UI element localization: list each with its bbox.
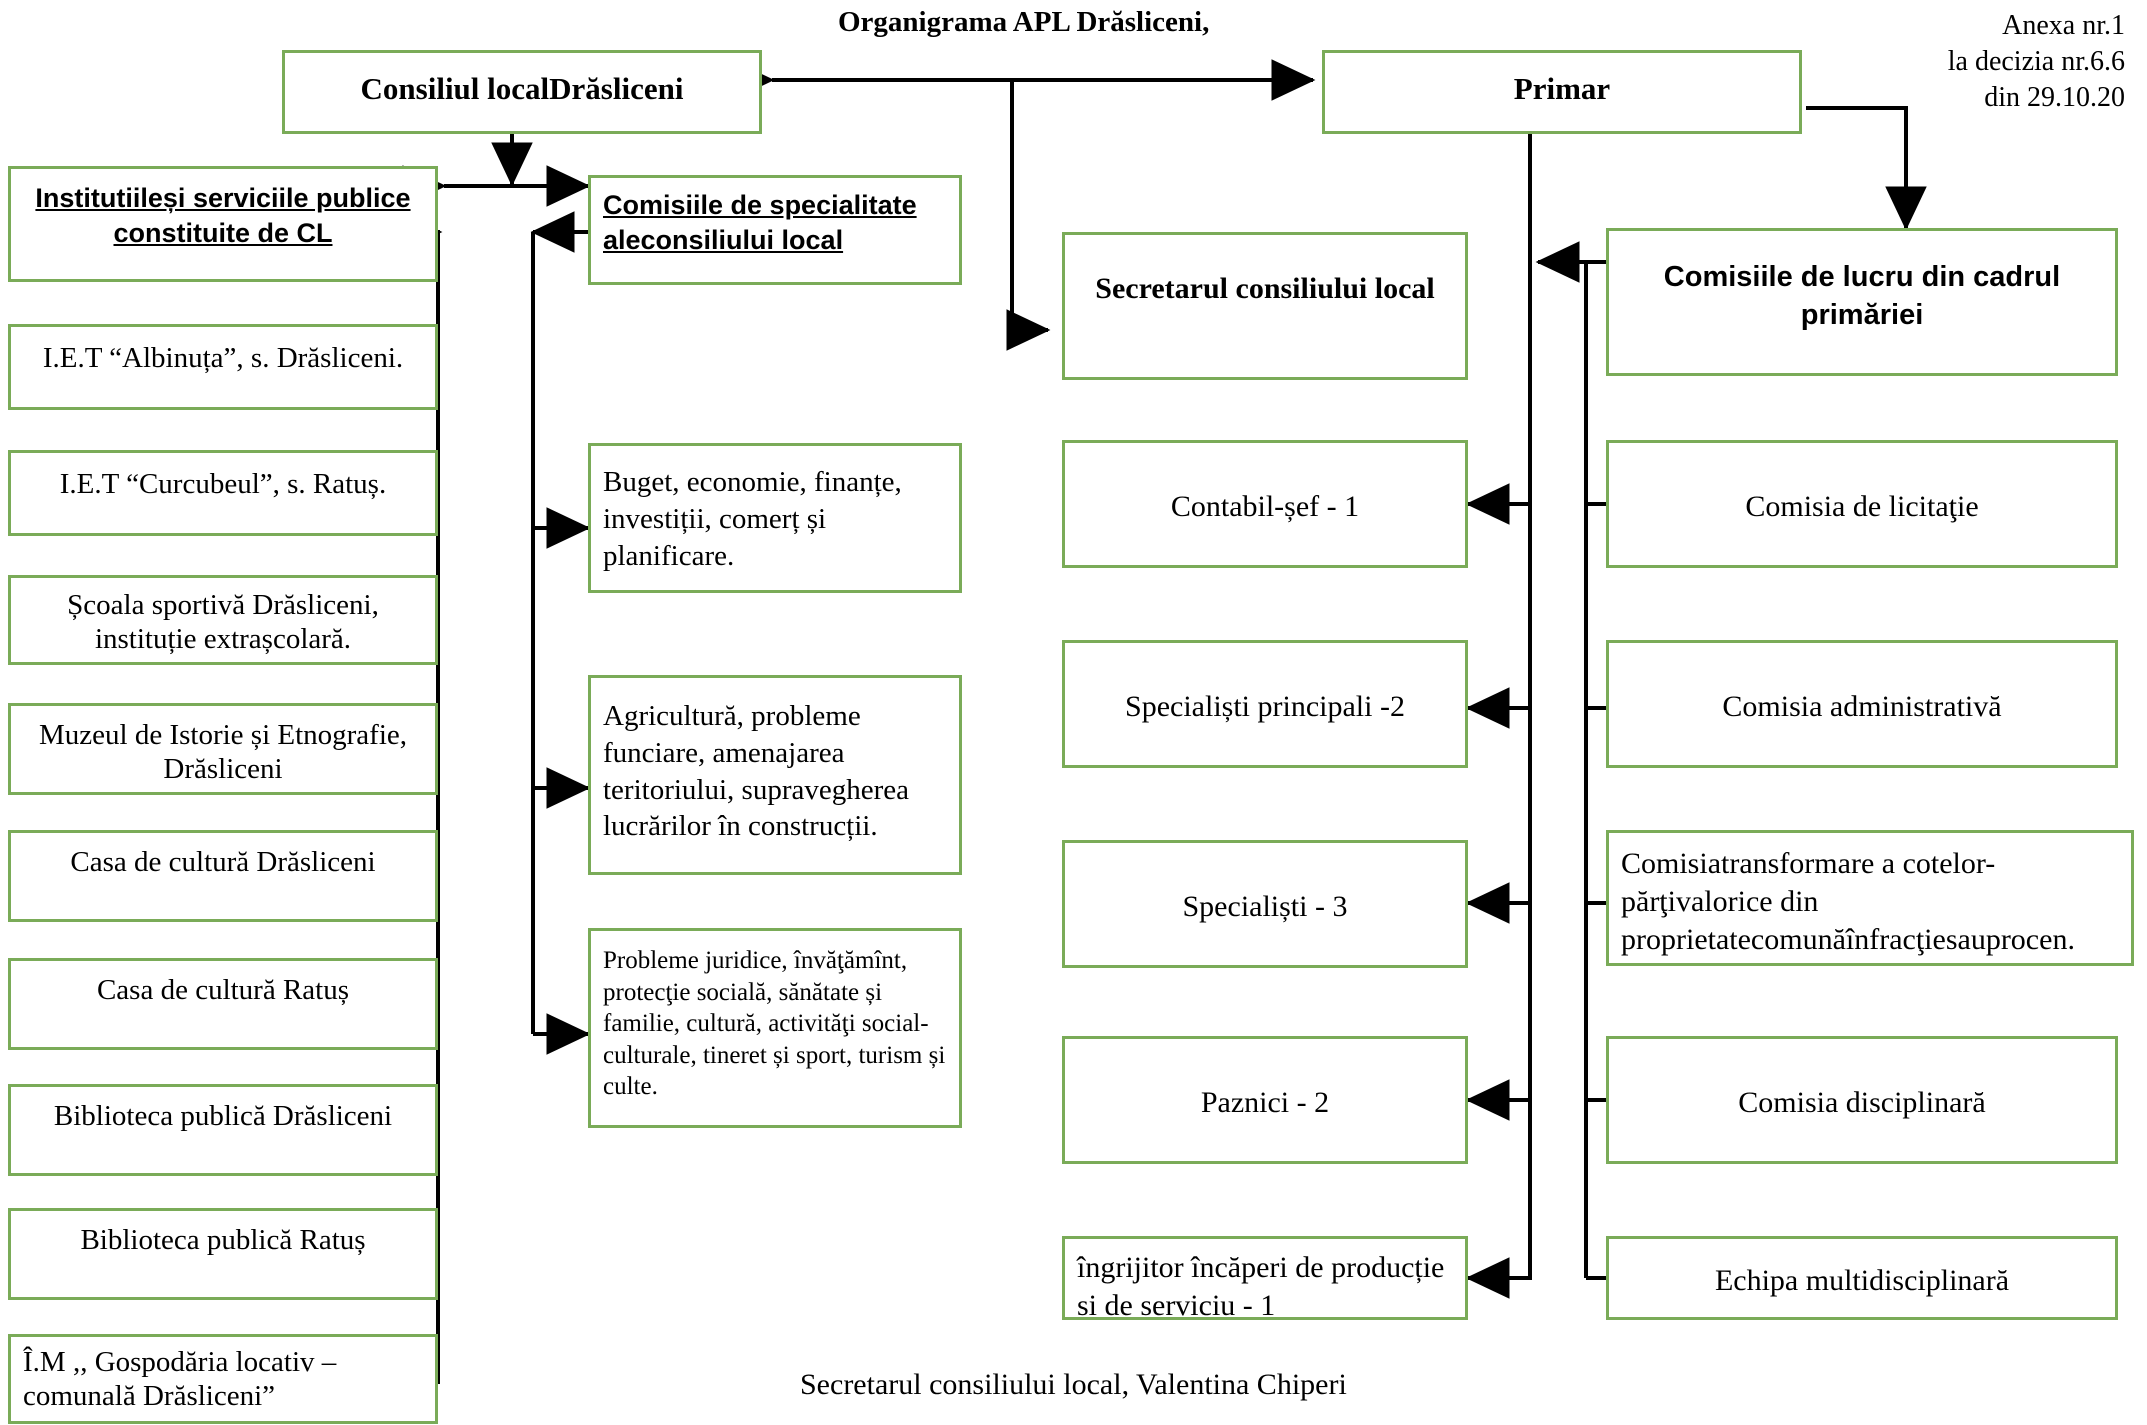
list-item-col3-4[interactable]: îngrijitor încăperi de producție si de s…: [1062, 1236, 1468, 1320]
list-item-col1-5-label: Casa de cultură Ratuș: [96, 974, 350, 1006]
annex-line-3: din 29.10.20: [1984, 81, 2125, 113]
list-item-col4-3[interactable]: Comisia disciplinară: [1606, 1036, 2118, 1164]
annex-block: Anexa nr.1 la decizia nr.6.6 din 29.10.2…: [1948, 8, 2125, 115]
list-item-col2-0-label: Buget, economie, finanțe, investiții, co…: [603, 466, 902, 573]
list-item-col2-1[interactable]: Agricultură, probleme funciare, amenajar…: [588, 675, 962, 875]
list-item-col4-0-label: Comisia de licitaţie: [1745, 490, 1979, 523]
list-item-col4-1-label: Comisia administrativă: [1722, 690, 2002, 723]
list-item-col3-0-label: Contabil-șef - 1: [1170, 490, 1360, 523]
list-item-col4-4[interactable]: Echipa multidisciplinară: [1606, 1236, 2118, 1320]
list-item-col1-1-label: I.E.T “Curcubeul”, s. Ratuș.: [59, 468, 387, 500]
annex-line-2: la decizia nr.6.6: [1947, 45, 2125, 77]
node-institutions-header-label: Institutiileși serviciile publice consti…: [35, 183, 411, 248]
list-item-col4-3-label: Comisia disciplinară: [1738, 1086, 1986, 1119]
list-item-col1-0[interactable]: I.E.T “Albinuța”, s. Drăsliceni.: [8, 324, 438, 410]
list-item-col1-0-label: I.E.T “Albinuța”, s. Drăsliceni.: [42, 342, 404, 374]
list-item-col1-4-label: Casa de cultură Drăsliceni: [70, 846, 376, 878]
page-title: Organigrama APL Drăsliceni,: [838, 6, 1210, 38]
list-item-col3-0[interactable]: Contabil-șef - 1: [1062, 440, 1468, 568]
list-item-col1-1[interactable]: I.E.T “Curcubeul”, s. Ratuș.: [8, 450, 438, 536]
list-item-col2-0[interactable]: Buget, economie, finanțe, investiții, co…: [588, 443, 962, 593]
list-item-col1-2[interactable]: Școala sportivă Drăsliceni, instituție e…: [8, 575, 438, 665]
list-item-col1-3[interactable]: Muzeul de Istorie și Etnografie, Drăslic…: [8, 703, 438, 795]
list-item-col1-5[interactable]: Casa de cultură Ratuș: [8, 958, 438, 1050]
footer-signature: Secretarul consiliului local, Valentina …: [800, 1368, 1347, 1401]
list-item-col1-4[interactable]: Casa de cultură Drăsliceni: [8, 830, 438, 922]
node-specialty-header[interactable]: Comisiile de specialitate aleconsiliului…: [588, 175, 962, 285]
node-mayor[interactable]: Primar: [1322, 50, 1802, 134]
node-mayor-label: Primar: [1513, 71, 1611, 106]
node-institutions-header[interactable]: Institutiileși serviciile publice consti…: [8, 166, 438, 282]
list-item-col1-8[interactable]: Î.M ,, Gospodăria locativ – comunală Dră…: [8, 1334, 438, 1424]
list-item-col1-2-label: Școala sportivă Drăsliceni, instituție e…: [67, 589, 379, 656]
list-item-col1-6-label: Biblioteca publică Drăsliceni: [53, 1100, 393, 1132]
list-item-col3-1-label: Specialiști principali -2: [1125, 690, 1405, 723]
node-workgroups-header-label: Comisiile de lucru din cadrul primăriei: [1663, 261, 2061, 331]
list-item-col3-4-label: îngrijitor încăperi de producție si de s…: [1077, 1251, 1445, 1320]
list-item-col4-4-label: Echipa multidisciplinară: [1714, 1264, 2010, 1297]
node-specialty-header-label: Comisiile de specialitate aleconsiliului…: [603, 190, 917, 256]
node-secretary-header[interactable]: Secretarul consiliului local: [1062, 232, 1468, 380]
list-item-col1-6[interactable]: Biblioteca publică Drăsliceni: [8, 1084, 438, 1176]
list-item-col3-3-label: Paznici - 2: [1200, 1086, 1330, 1119]
list-item-col4-1[interactable]: Comisia administrativă: [1606, 640, 2118, 768]
list-item-col2-1-label: Agricultură, probleme funciare, amenajar…: [603, 700, 909, 843]
list-item-col3-1[interactable]: Specialiști principali -2: [1062, 640, 1468, 768]
list-item-col1-7[interactable]: Biblioteca publică Ratuș: [8, 1208, 438, 1300]
list-item-col3-2[interactable]: Specialiști - 3: [1062, 840, 1468, 968]
list-item-col2-2-label: Probleme juridice, învăţămînt, protecţie…: [603, 947, 946, 1100]
annex-line-1: Anexa nr.1: [2002, 10, 2125, 41]
list-item-col3-2-label: Specialiști - 3: [1182, 890, 1348, 923]
list-item-col4-0[interactable]: Comisia de licitaţie: [1606, 440, 2118, 568]
list-item-col2-2[interactable]: Probleme juridice, învăţămînt, protecţie…: [588, 928, 962, 1128]
node-council[interactable]: Consiliul localDrăsliceni: [282, 50, 762, 134]
node-secretary-header-label: Secretarul consiliului local: [1095, 272, 1435, 305]
list-item-col3-3[interactable]: Paznici - 2: [1062, 1036, 1468, 1164]
list-item-col1-8-label: Î.M ,, Gospodăria locativ – comunală Dră…: [23, 1346, 337, 1413]
node-workgroups-header[interactable]: Comisiile de lucru din cadrul primăriei: [1606, 228, 2118, 376]
node-council-label: Consiliul localDrăsliceni: [360, 71, 684, 106]
list-item-col4-2-label: Comisiatransformare a cotelor-părţivalor…: [1621, 847, 2075, 957]
list-item-col1-7-label: Biblioteca publică Ratuș: [80, 1224, 366, 1256]
list-item-col1-3-label: Muzeul de Istorie și Etnografie, Drăslic…: [38, 719, 408, 786]
list-item-col4-2[interactable]: Comisiatransformare a cotelor-părţivalor…: [1606, 830, 2134, 966]
